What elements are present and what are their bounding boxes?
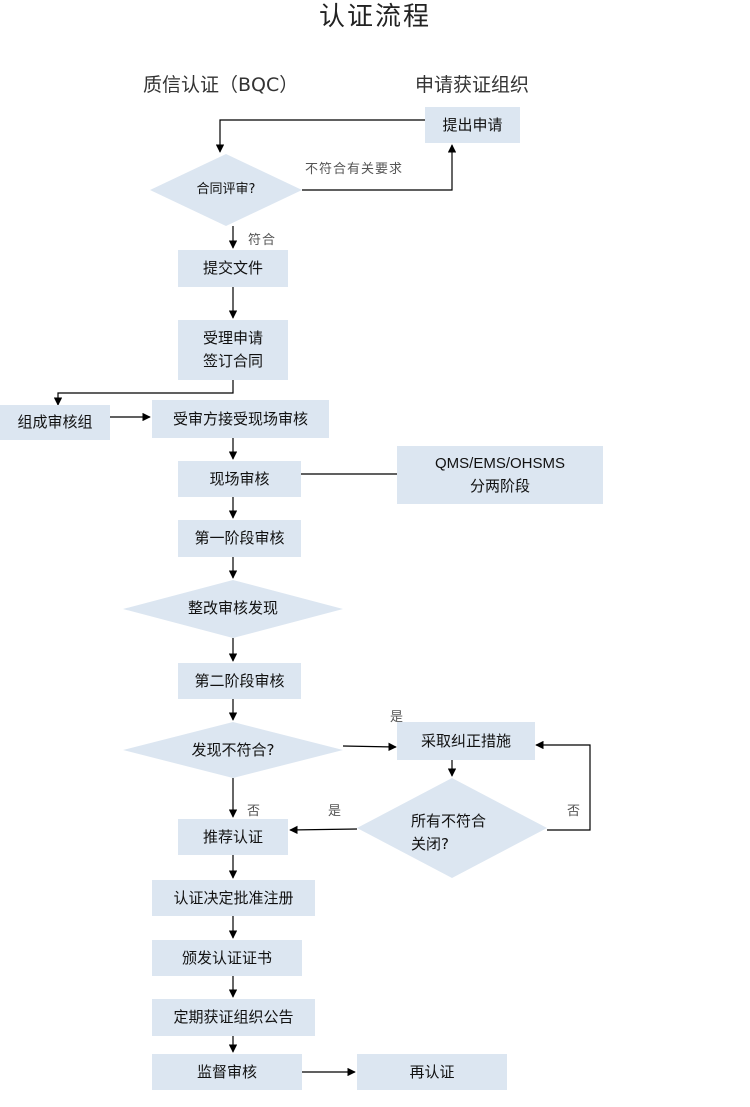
diamond-all-closed (357, 778, 547, 878)
page-title: 认证流程 (318, 2, 431, 32)
diamond-nonconformity (123, 722, 343, 778)
node-surveillance-label: 监督审核 (196, 1062, 257, 1081)
column-header-right: 申请获证组织 (415, 74, 530, 96)
node-form-team: 组成审核组 (0, 405, 110, 440)
node-recertify: 再认证 (357, 1054, 507, 1090)
edge-label-no-right: 否 (567, 804, 582, 819)
diamond-rectify (123, 580, 343, 638)
node-auditee-accept: 受审方接受现场审核 (152, 400, 329, 438)
node-stage2-label: 第二阶段审核 (194, 671, 285, 690)
node-accept-line1: 受理申请 (202, 329, 263, 347)
node-recommend-label: 推荐认证 (202, 827, 263, 846)
node-all-closed-label: 所有不符合 关闭? (397, 810, 511, 856)
node-submit-docs: 提交文件 (178, 250, 288, 287)
node-recertify-label: 再认证 (409, 1062, 455, 1081)
node-accept: 受理申请 签订合同 (178, 320, 288, 380)
node-recommend: 推荐认证 (178, 819, 288, 855)
edge-label-no-left: 否 (247, 804, 262, 819)
node-submit-docs-label: 提交文件 (202, 259, 263, 277)
node-nonconformity-label: 发现不符合? (191, 741, 275, 759)
node-rectify-label: 整改审核发现 (187, 599, 278, 617)
node-announce-label: 定期获证组织公告 (173, 1008, 294, 1026)
edge-label-not-meet: 不符合有关要求 (305, 162, 404, 177)
node-apply-label: 提出申请 (442, 115, 503, 134)
node-stage1-label: 第一阶段审核 (194, 529, 285, 547)
node-standards-line1: QMS/EMS/OHSMS (434, 455, 565, 472)
node-decision: 认证决定批准注册 (152, 880, 315, 916)
node-stage2: 第二阶段审核 (178, 663, 301, 699)
node-onsite-audit-label: 现场审核 (209, 469, 270, 488)
node-issue-cert-label: 颁发认证证书 (181, 948, 272, 967)
node-corrective-action-label: 采取纠正措施 (420, 731, 511, 750)
node-apply: 提出申请 (425, 107, 520, 143)
node-decision-label: 认证决定批准注册 (173, 888, 294, 907)
edge-label-yes-top: 是 (390, 710, 405, 725)
node-auditee-accept-label: 受审方接受现场审核 (172, 409, 308, 428)
node-form-team-label: 组成审核组 (17, 413, 93, 431)
node-contract-review-label: 合同评审? (196, 182, 256, 197)
edge-label-yes-left: 是 (328, 804, 343, 819)
node-accept-line2: 签订合同 (202, 352, 263, 370)
node-corrective-action: 采取纠正措施 (397, 722, 535, 760)
node-issue-cert: 颁发认证证书 (152, 940, 302, 976)
edge-label-meet: 符合 (248, 233, 277, 248)
node-announce: 定期获证组织公告 (152, 999, 315, 1036)
node-surveillance: 监督审核 (152, 1054, 302, 1090)
diamond-contract-review (150, 154, 302, 226)
node-all-closed-line2: 关闭? (411, 835, 449, 853)
node-standards: QMS/EMS/OHSMS 分两阶段 (397, 446, 603, 504)
node-all-closed-line1: 所有不符合 (411, 812, 487, 830)
node-standards-line2: 分两阶段 (469, 477, 530, 495)
column-header-left: 质信认证（BQC） (143, 74, 299, 96)
node-stage1: 第一阶段审核 (178, 520, 301, 557)
node-onsite-audit: 现场审核 (178, 461, 301, 497)
